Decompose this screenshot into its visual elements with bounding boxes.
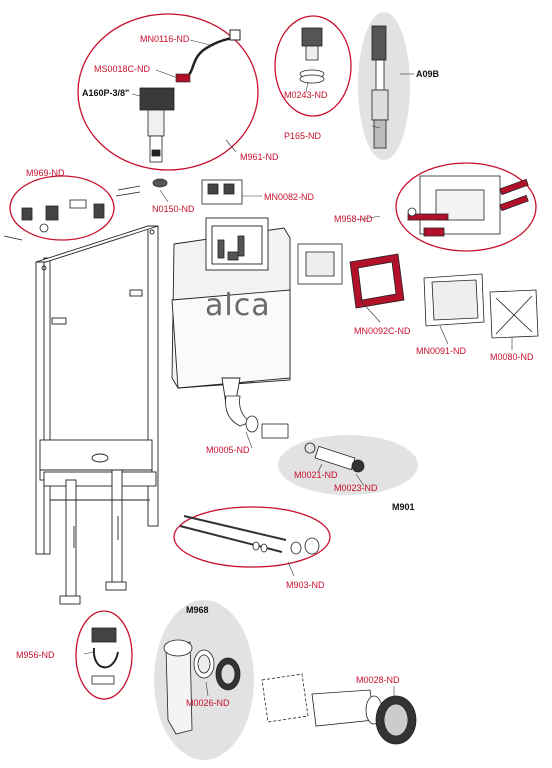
leader-lines xyxy=(83,39,513,697)
cistern-outlet-elbow xyxy=(225,395,289,439)
brand-logo: alca xyxy=(205,288,271,323)
ms0018c-seal xyxy=(175,73,191,83)
m0080-plate xyxy=(489,289,539,339)
valve-top-part xyxy=(299,27,325,84)
label-m968: M968 xyxy=(186,605,209,615)
label-m0080: M0080-ND xyxy=(490,352,534,362)
label-m0243: M0243-ND xyxy=(284,90,328,100)
screws xyxy=(3,185,141,241)
m958-assembly xyxy=(407,175,529,237)
drain-pipe-set xyxy=(261,673,417,745)
label-m903: M903-ND xyxy=(286,580,325,590)
label-mn0091: MN0091-ND xyxy=(416,346,467,356)
installation-frame xyxy=(35,225,159,605)
label-m961: M961-ND xyxy=(240,152,279,162)
fill-valve xyxy=(139,87,175,163)
label-a160p: A160P-3/8" xyxy=(82,88,130,98)
m968-elbow-set xyxy=(163,639,241,735)
label-p165: P165-ND xyxy=(284,131,322,141)
label-n0150: N0150-ND xyxy=(152,204,195,214)
label-m901: M901 xyxy=(392,502,415,512)
bracket-set xyxy=(21,199,105,233)
flush-valve xyxy=(371,25,389,149)
label-m0021: M0021-ND xyxy=(294,470,338,480)
label-m958: M958-ND xyxy=(334,214,373,224)
n0150-part xyxy=(152,178,168,188)
label-m0023: M0023-ND xyxy=(334,483,378,493)
m956-clamp xyxy=(91,627,119,685)
label-ms0018c: MS0018C-ND xyxy=(94,64,151,74)
flush-plate-frame xyxy=(297,243,343,285)
label-mn0082: MN0082-ND xyxy=(264,192,315,202)
label-m969: M969-ND xyxy=(26,168,65,178)
mn0082-part xyxy=(201,179,243,205)
group-m958-outline xyxy=(395,162,537,252)
label-m0028: M0028-ND xyxy=(356,675,400,685)
group-m961-outline xyxy=(77,13,259,171)
label-m0005: M0005-ND xyxy=(206,445,250,455)
group-m969-outline xyxy=(9,175,115,241)
group-m0243-outline xyxy=(274,15,352,117)
group-m956-outline xyxy=(75,610,133,700)
m903-bolts xyxy=(179,515,320,555)
label-a09b: A09B xyxy=(416,69,440,79)
label-m0026: M0026-ND xyxy=(186,698,230,708)
mn0092c-frame xyxy=(349,253,405,309)
hose-nut xyxy=(229,29,241,41)
mn0091-box xyxy=(423,273,485,327)
cistern-mechanism xyxy=(217,235,245,261)
cistern-body xyxy=(171,217,291,405)
m901-pipe xyxy=(304,442,365,473)
label-mn0092c: MN0092C-ND xyxy=(354,326,411,336)
label-m956: M956-ND xyxy=(16,650,55,660)
label-mn0116: MN0116-ND xyxy=(140,34,190,44)
group-m903-outline xyxy=(173,506,331,568)
flexible-hose xyxy=(185,34,237,79)
